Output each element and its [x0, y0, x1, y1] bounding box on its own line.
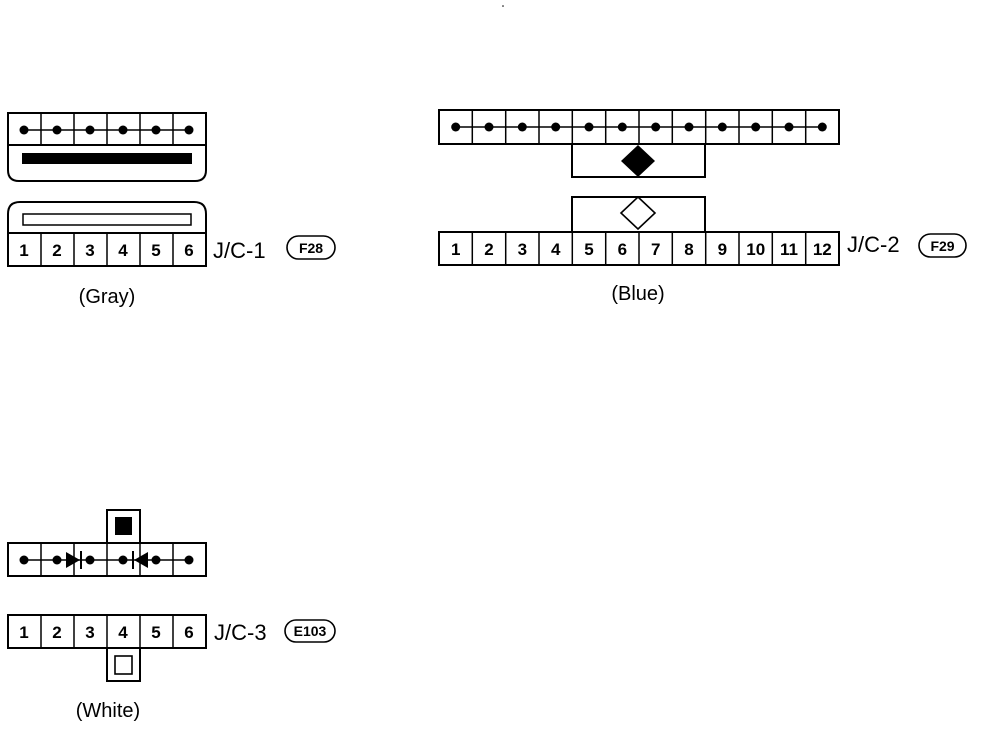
jc3-pin-label: 1: [19, 623, 28, 642]
jc1-code-badge: [286, 235, 336, 260]
jc2-key-diamond-open: [619, 195, 657, 231]
jc3-code: E103: [294, 623, 327, 639]
jc2-pin-label: 10: [746, 240, 765, 259]
jc3-group: 1 2 3 4 5 6 J/C-3 E103 (White): [7, 509, 336, 722]
jc2-pin-label: 12: [813, 240, 832, 259]
jc2-group: 1 2 3 4 5 6 7 8 9 10 11 12 J/C-2 F29 (Bl…: [438, 109, 967, 305]
jc3-name: J/C-3: [214, 620, 267, 645]
jc3-pin-label: 6: [184, 623, 193, 642]
jc1-pin-label: 3: [85, 241, 94, 260]
jc1-key-bar-filled: [22, 153, 192, 164]
jc2-pin-label: 11: [780, 240, 798, 259]
jc1-color-label: (Gray): [79, 286, 136, 308]
jc2-key-diamond-filled: [621, 145, 655, 177]
jc2-pin-label: 2: [484, 240, 493, 259]
jc1-pin-label: 1: [19, 241, 28, 260]
jc3-pin-label: 2: [52, 623, 61, 642]
jc3-key-housing-bottom: [106, 647, 141, 682]
jc1-connector-housing: [7, 201, 207, 233]
jc3-bus-bar: [7, 542, 207, 577]
jc2-color-label: (Blue): [611, 283, 664, 305]
jc1-pin-label: 6: [184, 241, 193, 260]
jc2-pin-label: 8: [684, 240, 693, 259]
jc3-pin-label: 5: [151, 623, 160, 642]
jc3-key-square-open: [114, 655, 133, 675]
jc1-name: J/C-1: [213, 238, 266, 263]
diode-icon: [132, 551, 148, 569]
jc1-group: 1 2 3 4 5 6 J/C-1 F28 (Gray): [7, 112, 336, 308]
jc2-pin-label: 1: [451, 240, 460, 259]
jc1-pin-label: 2: [52, 241, 61, 260]
jc2-pin-label: 9: [718, 240, 727, 259]
diode-icon: [66, 551, 82, 569]
jc2-key-housing-top: [571, 143, 706, 178]
jc3-pin-label: 3: [85, 623, 94, 642]
jc2-pin-label: 6: [618, 240, 627, 259]
jc3-code-badge: [284, 619, 336, 643]
jc2-pin-label: 5: [584, 240, 593, 259]
speck: [502, 5, 504, 7]
jc2-code: F29: [930, 238, 954, 254]
jc3-key-square-filled: [115, 517, 132, 535]
jc1-key-bar-open: [22, 213, 192, 226]
jc2-bus-bar: [438, 109, 840, 145]
jc1-bus-housing: [7, 145, 207, 182]
jc2-pin-label: 3: [518, 240, 527, 259]
jc1-pin-label: 4: [118, 241, 128, 260]
jc1-code: F28: [299, 240, 323, 256]
jc1-bus-bar: [7, 112, 207, 146]
jc2-pin-label: 4: [551, 240, 561, 259]
jc3-pin-label: 4: [118, 623, 128, 642]
jc2-name: J/C-2: [847, 232, 900, 257]
jc3-color-label: (White): [76, 700, 140, 722]
jc2-code-badge: [918, 233, 967, 258]
jc2-pin-label: 7: [651, 240, 660, 259]
jc1-pin-label: 5: [151, 241, 160, 260]
